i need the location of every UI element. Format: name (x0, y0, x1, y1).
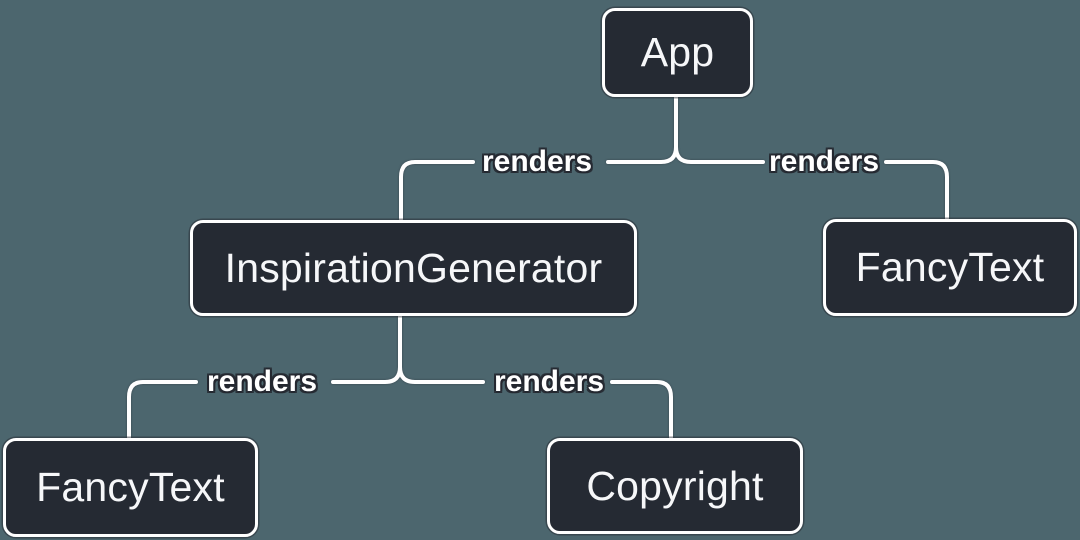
edge-inspirationgenerator-copyright-a (398, 365, 485, 384)
edge-inspirationgenerator-fancytext-b (127, 380, 198, 440)
edge-label-app-inspirationgenerator: renders (481, 145, 593, 178)
edge-label-inspirationgenerator-copyright: renders (493, 365, 605, 398)
node-inspiration-generator: InspirationGenerator (190, 220, 637, 316)
node-fancy-text-top-right: FancyText (823, 219, 1077, 316)
edge-app-fancytext-a (674, 145, 765, 164)
edge-inspirationgenerator-copyright-b (610, 380, 673, 440)
edge-label-inspirationgenerator-fancytext: renders (206, 365, 318, 398)
edge-app-inspirationgenerator-b (399, 160, 475, 222)
edge-label-app-fancytext: renders (768, 145, 880, 178)
edge-app-inspirationgenerator-a (606, 145, 678, 164)
node-copyright: Copyright (547, 438, 803, 534)
node-fancy-text-bottom-left: FancyText (3, 438, 258, 537)
edge-inspirationgenerator-fancytext-a (331, 365, 402, 384)
node-app: App (602, 8, 753, 97)
edge-app-fancytext-b (884, 160, 949, 221)
